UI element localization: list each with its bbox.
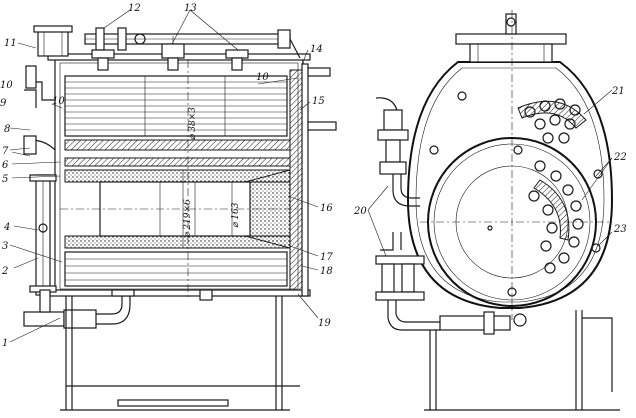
rear-insulation [289,69,303,291]
callout-11: 11 [4,38,17,49]
callout-1: 1 [2,338,8,349]
callout-10-right: 10 [256,72,269,83]
callout-6: 6 [2,160,9,171]
lower-tube-bank [64,251,288,287]
longitudinal-section [23,25,337,411]
callout-10-center: 10 [52,96,65,107]
bolt [591,243,601,253]
callout-19: 19 [318,318,331,329]
callout-3: 3 [2,241,8,252]
callout-17: 17 [320,252,333,263]
side-nozzle [307,121,337,131]
insulation-band-mid [64,157,291,167]
callout-5: 5 [2,174,8,185]
callout-12: 12 [128,3,141,14]
dimension-inner: ⌀ 163 [231,202,241,228]
callout-18: 18 [320,266,333,277]
callout-9: 9 [0,98,7,109]
lower-tube-sheet [528,160,584,274]
leader-lines [9,9,613,343]
callout-22: 22 [613,152,627,163]
callout-13: 13 [184,3,197,14]
callout-4: 4 [3,222,10,233]
insulation-band-upper [64,139,291,151]
callout-14: 14 [310,44,323,55]
top-flange [455,33,567,45]
dimension-flue: ⌀ 219×6 [183,199,193,238]
support-frame [60,296,300,411]
upper-tube-bank [64,75,288,137]
callout-8: 8 [4,124,10,135]
callout-10-left: 10 [0,80,13,91]
rear-flange [301,63,309,297]
callout-23: 23 [613,224,627,235]
cross-section [375,10,620,411]
callout-labels: 1 2 3 4 5 6 7 8 9 10 10 10 11 12 13 14 1… [0,3,627,349]
callout-16: 16 [320,203,333,214]
dimension-pipe: ⌀ 38×3 [188,107,198,140]
upper-tube-sheet [517,98,587,144]
outer-shell [406,61,614,309]
callout-20: 20 [353,206,367,217]
left-piping [375,97,440,331]
callout-15: 15 [312,96,325,107]
bottom-plate [47,289,311,297]
callout-21: 21 [611,86,625,97]
callout-2: 2 [1,266,8,277]
flue-outlet-pipe [37,29,69,57]
furnace-tube [60,169,310,249]
callout-7: 7 [2,146,9,157]
